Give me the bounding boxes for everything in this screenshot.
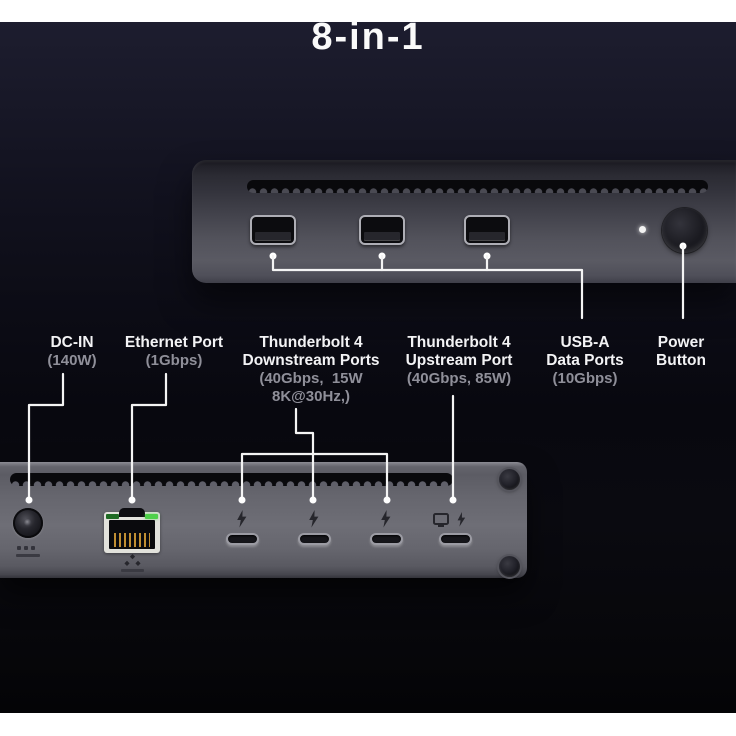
network-icon (124, 554, 141, 566)
label-ethernet: Ethernet Port (1Gbps) (125, 334, 223, 370)
usb-a-port-2 (359, 215, 405, 245)
label-line: Upstream Port (405, 352, 513, 369)
thunderbolt-port-1 (226, 533, 259, 545)
label-line: DC-IN (50, 334, 94, 351)
ethernet-text-marking (121, 569, 144, 572)
dark-background (0, 22, 736, 713)
rj45-notch (119, 508, 145, 517)
label-subline: (40Gbps, 85W) (406, 370, 512, 387)
vent-grille-front (10, 473, 453, 486)
screw-top (499, 469, 520, 490)
display-thunderbolt-icon (433, 512, 466, 527)
label-subline: (40Gbps, 15W (259, 370, 363, 387)
power-led (639, 226, 646, 233)
dc-pin (24, 519, 32, 527)
label-tb-downstream: Thunderbolt 4 Downstream Ports (40Gbps, … (243, 334, 380, 405)
thunderbolt-icon-3 (381, 510, 391, 528)
thunderbolt-icon-1 (237, 510, 247, 528)
label-dc-in: DC-IN (140W) (47, 334, 96, 370)
label-subline: (10Gbps) (552, 370, 618, 387)
dc-in-jack (13, 508, 43, 538)
label-subline: (140W) (47, 352, 97, 369)
power-button (662, 208, 707, 253)
label-line: Downstream Ports (242, 352, 380, 369)
label-line: Thunderbolt 4 (259, 334, 363, 351)
label-line: Data Ports (546, 352, 624, 369)
rj45-cavity (109, 520, 155, 549)
ethernet-led-right (145, 514, 158, 519)
label-line: Thunderbolt 4 (407, 334, 511, 351)
label-line: Power (657, 334, 705, 351)
usb-a-port-1 (250, 215, 296, 245)
vent-grille-back (247, 180, 708, 193)
label-subline: 8K@30Hz,) (272, 387, 350, 405)
label-line: Ethernet Port (124, 334, 224, 351)
dc-polarity-marking (17, 546, 35, 550)
dock-back-panel (192, 160, 736, 283)
ethernet-port (104, 508, 160, 553)
label-power: Power Button (656, 334, 706, 370)
label-line: USB-A (560, 334, 610, 351)
dock-front-panel (0, 462, 527, 578)
thunderbolt-port-3 (370, 533, 403, 545)
page-title: 8-in-1 (311, 16, 425, 58)
label-subline: (1Gbps) (145, 352, 203, 369)
label-usb-a: USB-A Data Ports (10Gbps) (546, 334, 624, 388)
thunderbolt-upstream-port (439, 533, 472, 545)
usb-a-port-3 (464, 215, 510, 245)
thunderbolt-port-2 (298, 533, 331, 545)
usb-a-tongue (364, 232, 400, 240)
label-line: Button (656, 352, 706, 369)
rj45-pins (114, 533, 150, 547)
usb-a-tongue (469, 232, 505, 240)
ethernet-led-left (106, 514, 119, 519)
label-tb-upstream: Thunderbolt 4 Upstream Port (40Gbps, 85W… (406, 334, 513, 388)
usb-a-tongue (255, 232, 291, 240)
dc-text-marking (16, 554, 40, 557)
screw-bottom (499, 556, 520, 577)
thunderbolt-icon-2 (309, 510, 319, 528)
